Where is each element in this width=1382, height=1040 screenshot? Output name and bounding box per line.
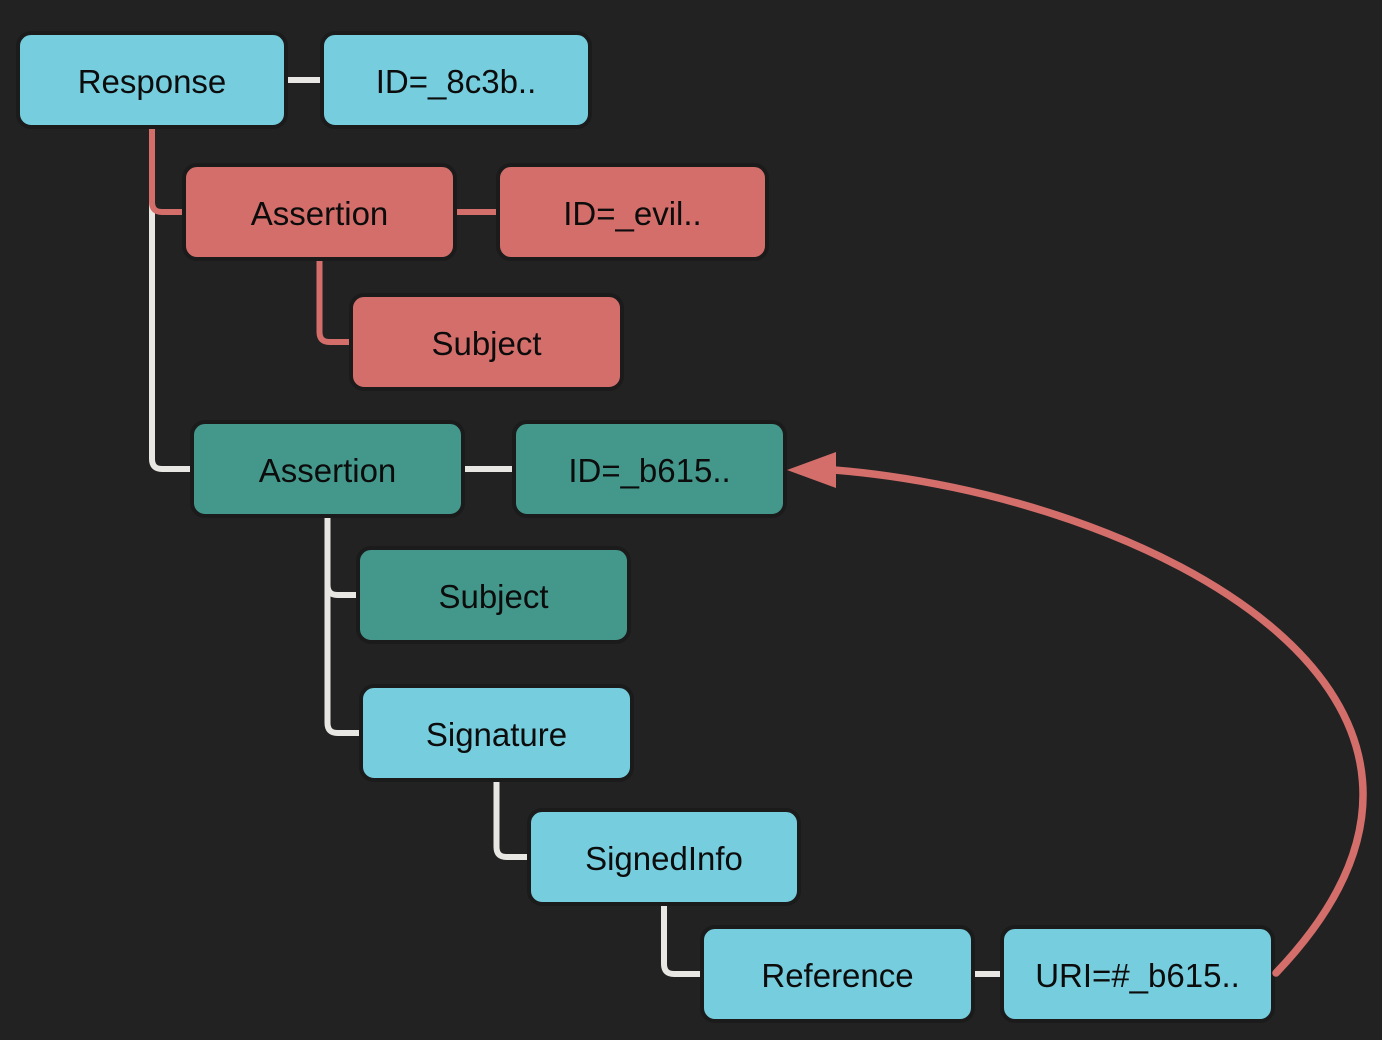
node-label-evil-assertion-id: ID=_evil.. [563, 195, 701, 232]
edge-original-assertion-to-signature [324, 516, 361, 736]
node-label-reference: Reference [761, 957, 913, 994]
edge-original-assertion-to-subject [324, 516, 358, 598]
node-original-assertion: Assertion [190, 420, 465, 518]
node-original-subject: Subject [356, 546, 631, 644]
node-evil-subject: Subject [349, 293, 624, 391]
edge-response-to-evil-assertion [149, 127, 184, 215]
node-box-signature [359, 684, 634, 782]
node-label-response-id: ID=_8c3b.. [376, 63, 537, 100]
nodes-layer: Response ID=_8c3b.. Assertion ID=_evil.. Sub… [16, 31, 1275, 1023]
edge-signature-to-signedinfo [493, 780, 529, 860]
node-box-evil-assertion [182, 163, 457, 261]
node-box-response [16, 31, 288, 129]
node-box-response-id [320, 31, 592, 129]
node-reference-uri: URI=#_b615.. [1000, 925, 1275, 1023]
node-label-signature: Signature [426, 716, 567, 753]
reference-arrowhead [787, 452, 836, 488]
reference-arrow-curve [830, 466, 1367, 977]
node-label-response: Response [78, 63, 227, 100]
edges-layer [149, 77, 1002, 977]
reference-arrow-layer [787, 452, 1367, 977]
node-response-id: ID=_8c3b.. [320, 31, 592, 129]
edge-signedinfo-to-reference [661, 904, 702, 977]
node-label-evil-assertion: Assertion [251, 195, 389, 232]
node-original-assertion-id: ID=_b615.. [512, 420, 787, 518]
node-label-original-assertion: Assertion [259, 452, 397, 489]
node-signedinfo: SignedInfo [527, 808, 801, 906]
node-box-evil-assertion-id [496, 163, 769, 261]
node-signature: Signature [359, 684, 634, 782]
node-box-reference [700, 925, 975, 1023]
node-response: Response [16, 31, 288, 129]
node-box-original-assertion-id [512, 420, 787, 518]
edge-response-to-original-assertion [149, 127, 192, 472]
node-box-original-subject [356, 546, 631, 644]
node-box-signedinfo [527, 808, 801, 906]
node-reference: Reference [700, 925, 975, 1023]
node-label-evil-subject: Subject [431, 325, 541, 362]
node-evil-assertion: Assertion [182, 163, 457, 261]
node-label-original-assertion-id: ID=_b615.. [568, 452, 730, 489]
node-box-original-assertion [190, 420, 465, 518]
edge-evil-assertion-to-subject [316, 259, 351, 345]
node-box-evil-subject [349, 293, 624, 391]
node-label-original-subject: Subject [438, 578, 548, 615]
node-evil-assertion-id: ID=_evil.. [496, 163, 769, 261]
node-label-signedinfo: SignedInfo [585, 840, 743, 877]
node-label-reference-uri: URI=#_b615.. [1035, 957, 1240, 994]
